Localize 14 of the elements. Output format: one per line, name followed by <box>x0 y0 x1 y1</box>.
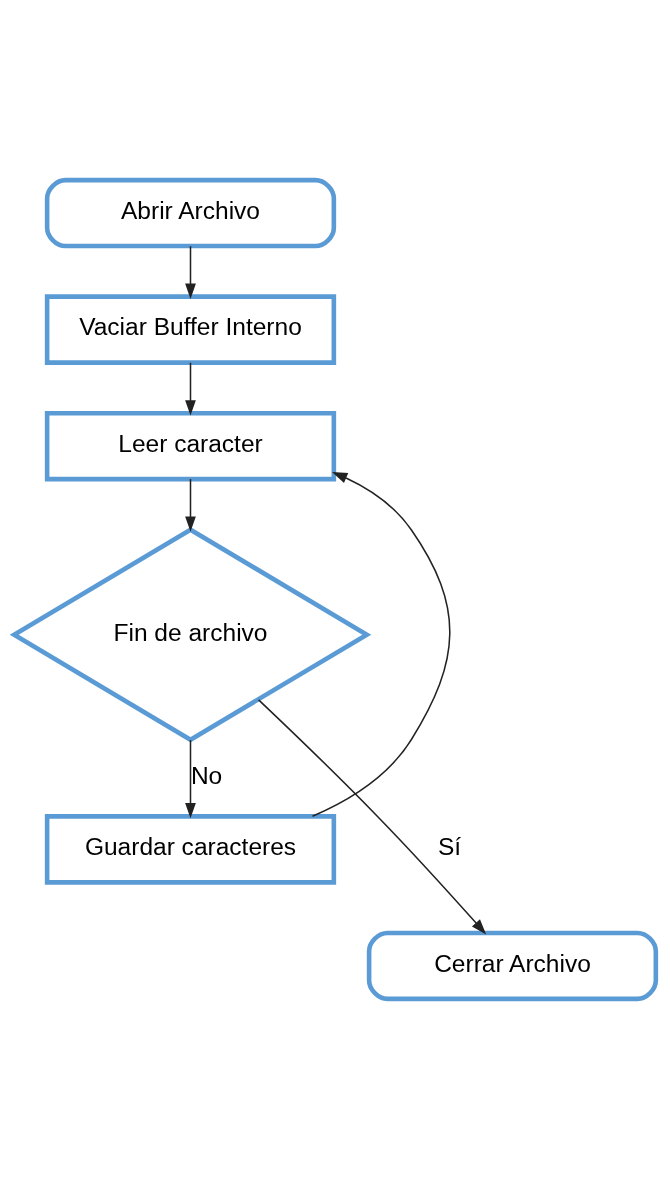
node-box: Abrir Archivo <box>44 177 337 249</box>
edge-label: No <box>190 761 223 789</box>
arrow <box>311 471 451 817</box>
arrow <box>257 699 487 935</box>
arrow <box>185 245 196 299</box>
arrow <box>185 478 196 532</box>
edge-label: Sí <box>438 833 462 861</box>
node-box: Leer caracter <box>44 410 337 482</box>
node-box: Guardar caracteres <box>44 814 337 885</box>
node-box: Vaciar Buffer Interno <box>44 294 337 365</box>
arrow <box>185 362 196 416</box>
node-box: Cerrar Archivo <box>366 930 659 1002</box>
node-diamond: Fin de archivo <box>9 527 372 743</box>
arrow <box>185 739 196 819</box>
